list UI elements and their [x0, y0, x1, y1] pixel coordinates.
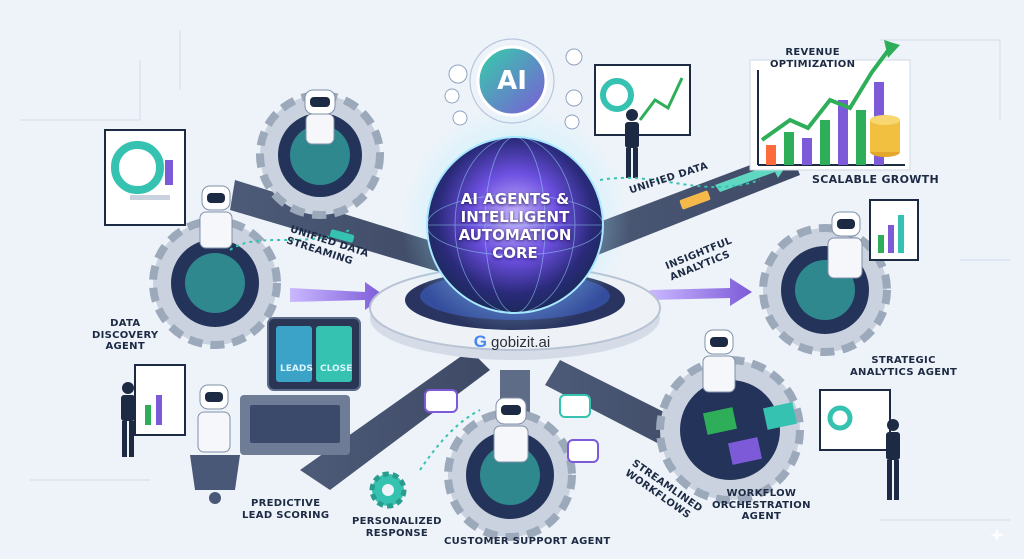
person-icon: [625, 109, 639, 178]
core-title: AI AGENTS & INTELLIGENT AUTOMATION CORE: [458, 190, 572, 262]
dashboard-right: [869, 199, 919, 261]
dashboard-top-left: [104, 129, 186, 226]
gear-right: [759, 211, 891, 356]
person-icon: [121, 382, 135, 457]
chat-bubble-icon: [424, 389, 599, 463]
workflow-block-green: [703, 407, 737, 435]
dashboard-top-center: [594, 64, 691, 136]
gear-bottom-right: [656, 329, 804, 504]
label-scalable-growth: SCALABLE GROWTH: [812, 173, 939, 186]
label-strategic-analytics-agent: STRATEGIC ANALYTICS AGENT: [850, 355, 958, 378]
ai-badge-ring: [444, 38, 583, 130]
label-revenue-optimization: REVENUE OPTIMIZATION: [770, 47, 856, 70]
gear-small: [369, 471, 407, 509]
bar-5: [838, 100, 848, 165]
ai-badge-icon: AI: [497, 66, 527, 96]
arrow-core-to-right: [650, 278, 752, 306]
globe-icon: [452, 110, 468, 126]
dashboard-bottom-right: [819, 389, 891, 451]
bar-1: [766, 145, 776, 165]
robot-icon: [197, 384, 231, 453]
robot-icon: [827, 211, 863, 279]
gear-bottom-center: [444, 397, 576, 541]
growth-arrowhead: [884, 40, 900, 58]
core-sphere: [400, 105, 630, 335]
robot-icon: [702, 329, 736, 393]
robot-icon: [493, 397, 529, 463]
gear-top-left: [256, 89, 384, 219]
pathway-bottom-left: [300, 350, 490, 490]
revenue-chart: [749, 40, 911, 171]
close-screen-label: CLOSE: [320, 364, 353, 374]
workflow-block-purple: [728, 437, 762, 465]
chart-icon: [565, 48, 583, 66]
label-personalized-response: PERSONALIZED RESPONSE: [352, 516, 442, 539]
background-circuitry: [20, 30, 1010, 521]
robot-icon: [199, 185, 233, 249]
bar-3: [802, 138, 812, 165]
brand-name: gobizit.ai: [491, 333, 551, 351]
dashboard-bottom-left: [134, 364, 186, 436]
person-icon: [886, 419, 900, 500]
brand-logo: G gobizit.ai: [452, 330, 572, 354]
bar-2: [784, 132, 794, 165]
robot-icon: [304, 89, 336, 145]
gear-left: [149, 185, 281, 349]
label-customer-support-agent: CUSTOMER SUPPORT AGENT: [444, 536, 611, 547]
growth-line: [760, 46, 892, 142]
lead-scoring-station: [190, 317, 361, 504]
google-icon: G: [473, 332, 488, 351]
label-workflow-orchestration-agent: WORKFLOW ORCHESTRATION AGENT: [712, 488, 811, 522]
stream-tokens: [329, 190, 711, 243]
arrow-left-to-core: [290, 282, 385, 310]
bar-4: [820, 120, 830, 165]
person-icon: [448, 64, 468, 84]
analytics-icon: [565, 89, 583, 107]
coin-stack-icon: [870, 115, 900, 157]
bar-6: [856, 110, 866, 165]
leads-screen-label: LEADS: [280, 364, 313, 374]
label-data-discovery-agent: DATA DISCOVERY AGENT: [92, 318, 159, 352]
chair: [190, 455, 240, 490]
label-predictive-lead-scoring: PREDICTIVE LEAD SCORING: [242, 498, 330, 521]
workflow-block-teal: [763, 402, 797, 430]
google-icon: [444, 88, 460, 104]
bar-chart-icon: [564, 114, 580, 130]
